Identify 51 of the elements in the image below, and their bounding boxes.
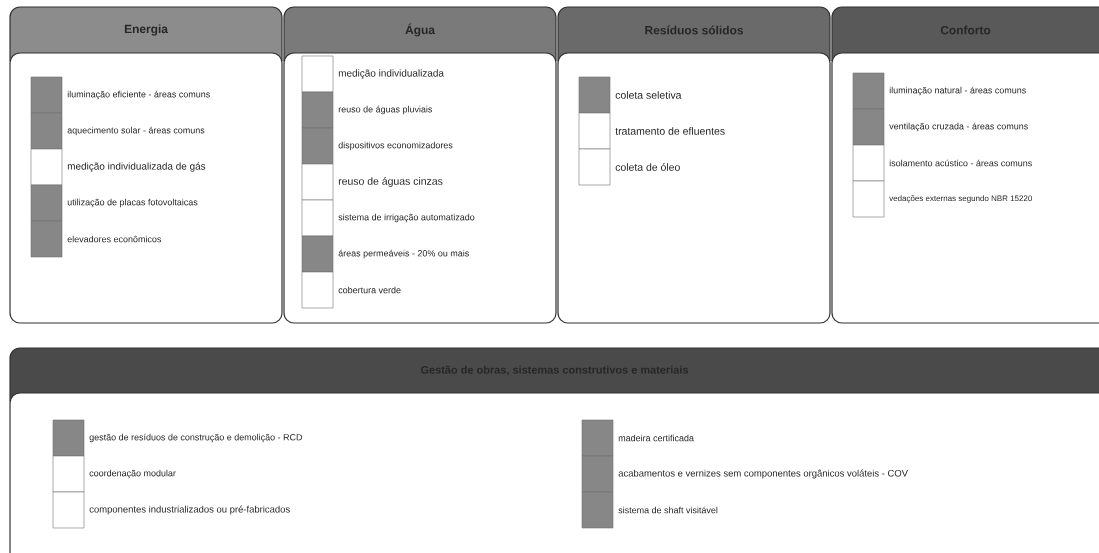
checklist-item: componentes industrializados ou pré-fabricados [52, 491, 290, 529]
checklist-item: áreas permeáveis - 20% ou mais [301, 235, 469, 273]
node-label: reuso de águas pluviais [338, 105, 433, 115]
checklist-item: ventilação cruzada - áreas comuns [852, 108, 1028, 146]
node-label: Energia [124, 24, 169, 36]
checklist-item: gestão de resíduos de construção e demolição - RCD [52, 419, 303, 457]
checklist-item: sistema de irrigação automatizado [301, 199, 475, 237]
node-label: componentes industrializados ou pré-fabricados [89, 505, 290, 515]
node-label: medição individualizada de gás [67, 162, 206, 172]
node-label: reuso de águas cinzas [338, 177, 443, 187]
checklist-item: madeira certificada [581, 419, 694, 457]
checklist-item: coleta de óleo [578, 148, 680, 186]
node-label: medição individualizada [338, 69, 444, 79]
node-label: gestão de resíduos de construção e demolição - RCD [89, 433, 303, 443]
node-label: isolamento acústico - áreas comuns [889, 159, 1032, 167]
node-label: coleta seletiva [615, 91, 682, 99]
checklist-item: iluminação eficiente - áreas comuns [30, 76, 210, 114]
checklist-item: aquecimento solar - áreas comuns [30, 112, 205, 150]
checklist-item: coordenação modular [52, 455, 176, 493]
checklist-item: dispositivos economizadores [301, 127, 453, 165]
checklist-item: coleta seletiva [578, 76, 682, 114]
node-label: iluminação natural - áreas comuns [889, 86, 1026, 96]
node-label: coordenação modular [89, 469, 176, 479]
node-label: aquecimento solar - áreas comuns [67, 126, 205, 136]
node-label: dispositivos economizadores [338, 141, 453, 151]
checklist-item: reuso de águas pluviais [301, 91, 433, 129]
checklist-item: cobertura verde [301, 271, 401, 309]
node-label: sistema de irrigação automatizado [338, 213, 475, 223]
node-label: acabamentos e vernizes sem componentes orgânicos voláteis - COV [618, 469, 908, 479]
node-label: sistema de shaft visitável [618, 506, 718, 514]
node-label: cobertura verde [338, 286, 401, 294]
node-label: elevadores econômicos [67, 235, 162, 243]
node-label: coleta de óleo [615, 163, 680, 171]
node-label: tratamento de efluentes [615, 127, 725, 135]
checklist-item: utilização de placas fotovoltaicas [30, 184, 198, 222]
node-label: iluminação eficiente - áreas comuns [67, 90, 210, 100]
checklist-item: medição individualizada [301, 55, 444, 93]
node-label: Água [405, 23, 436, 37]
checklist-item: medição individualizada de gás [30, 148, 206, 186]
checklist-item: elevadores econômicos [30, 220, 162, 258]
node-label: utilização de placas fotovoltaicas [67, 198, 198, 208]
checklist-item: iluminação natural - áreas comuns [852, 72, 1026, 110]
checklist-item: acabamentos e vernizes sem componentes orgânicos voláteis - COV [581, 455, 908, 493]
checklist-item: tratamento de efluentes [578, 112, 725, 150]
checklist-item: sistema de shaft visitável [581, 491, 718, 529]
node-label: madeira certificada [618, 434, 694, 442]
node-label: Resíduos sólidos [645, 25, 743, 35]
checklist-item: isolamento acústico - áreas comuns [852, 144, 1032, 182]
checklist-item: reuso de águas cinzas [301, 163, 443, 201]
node-label: áreas permeáveis - 20% ou mais [338, 249, 469, 259]
node-label: ventilação cruzada - áreas comuns [889, 122, 1028, 132]
